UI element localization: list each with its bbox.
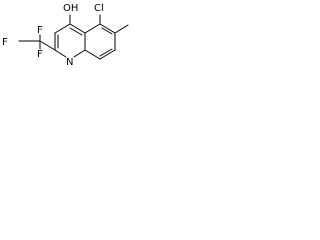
bond-c7-c8 [99, 49, 116, 60]
fluorine-left-label: F [2, 37, 8, 48]
fluorine-bottom-label: F [37, 49, 43, 60]
chlorine-label: Cl [94, 3, 104, 14]
hydroxyl-label: OH [63, 3, 78, 14]
bond-c2-n1 [54, 49, 67, 58]
bond-c6-methyl [114, 24, 129, 34]
bond-c4a-c5 [84, 23, 101, 34]
bond-c8-c8a [84, 49, 101, 60]
bond-c4a-c4-inner [69, 27, 83, 36]
chemical-structure-canvas: OH Cl N F F F [0, 0, 134, 78]
fluorine-top-label: F [37, 25, 43, 36]
bond-c5-c6 [99, 23, 116, 34]
bond-c7-c8-inner [99, 48, 113, 57]
nitrogen-label: N [66, 57, 73, 68]
bond-c5-c6-inner [101, 27, 113, 35]
bond-c2-cf3 [39, 40, 56, 51]
quinoline-structure-diagram: OH Cl N F F F [2, 3, 129, 68]
bond-c4-c3 [54, 23, 71, 34]
bond-n1-c8a [73, 49, 86, 58]
bond-c4a-c4 [69, 23, 86, 34]
